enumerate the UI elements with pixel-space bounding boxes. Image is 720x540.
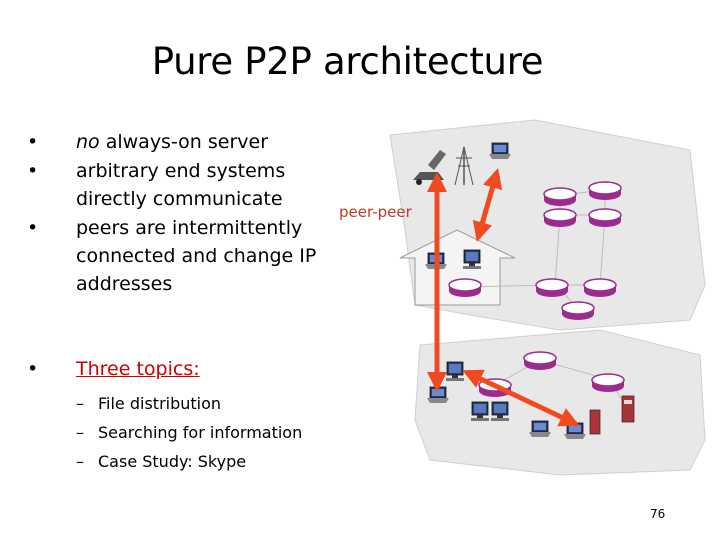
- topics-heading[interactable]: Three topics:: [76, 358, 200, 380]
- isp-network-bottom: [414, 329, 706, 476]
- topic-file-distribution: File distribution: [74, 389, 332, 418]
- router-icon: [583, 278, 617, 298]
- topic-searching: Searching for information: [74, 418, 332, 447]
- router-icon: [591, 373, 625, 393]
- bullet-direct-communicate: arbitrary end systems directly communica…: [22, 157, 332, 213]
- wireless-tower-icon: [454, 146, 474, 186]
- router-icon: [588, 208, 622, 228]
- router-icon: [588, 181, 622, 201]
- emphasis-no: no: [76, 131, 100, 153]
- pc-icon: [462, 249, 482, 270]
- peer-arrow-bottom: [462, 369, 580, 427]
- bullet-list: no always-on server arbitrary end system…: [22, 128, 332, 299]
- topic-skype: Case Study: Skype: [74, 447, 332, 476]
- laptop-icon: [488, 142, 512, 160]
- server-icon: [589, 395, 635, 435]
- bullet-text: always-on server: [99, 131, 269, 153]
- bullet-no-server: no always-on server: [22, 128, 332, 156]
- router-icon: [543, 208, 577, 228]
- slide-title: Pure P2P architecture: [151, 40, 544, 83]
- pc-icon: [490, 401, 510, 422]
- topics-sublist: File distribution Searching for informat…: [76, 389, 332, 476]
- peer-peer-label: peer-peer: [339, 203, 412, 221]
- pc-icon: [470, 401, 490, 422]
- router-icon: [561, 301, 595, 321]
- router-icon: [535, 278, 569, 298]
- peer-arrow-top: [472, 168, 503, 242]
- bullet-intermittent: peers are intermittently connected and c…: [22, 214, 332, 298]
- pc-icon: [445, 361, 465, 382]
- router-icon: [448, 278, 482, 298]
- phone-icon: [428, 150, 446, 170]
- router-icon: [543, 187, 577, 207]
- router-icon: [523, 351, 557, 371]
- page-number: 76: [650, 507, 666, 521]
- topics-list: Three topics: File distribution Searchin…: [22, 355, 332, 476]
- topics-item: Three topics: File distribution Searchin…: [22, 355, 332, 476]
- laptop-icon: [528, 420, 552, 438]
- laptop-icon: [426, 386, 450, 404]
